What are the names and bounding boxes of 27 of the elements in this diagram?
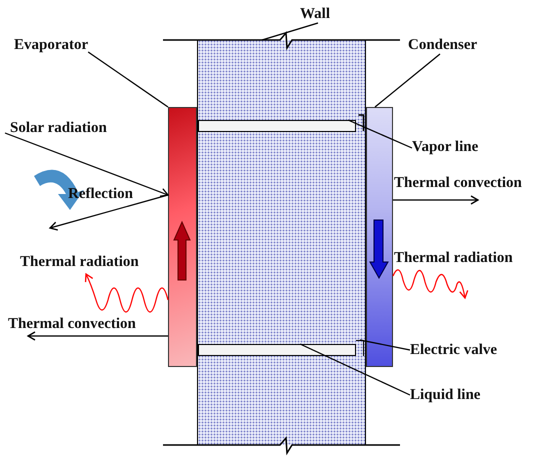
part-label: Evaporator (14, 36, 88, 54)
part-label: Liquid line (410, 386, 480, 404)
condenser-panel (366, 107, 393, 367)
arrow (84, 273, 169, 312)
part-label: Electric valve (410, 341, 498, 359)
edge-label: Thermal radiation (394, 249, 513, 267)
leader-line (262, 22, 318, 41)
leader-line (300, 343, 410, 396)
edge-label: Thermal convection (8, 315, 136, 333)
vapor-pipe (198, 120, 356, 132)
edge-label: Thermal convection (394, 174, 522, 192)
evaporator-panel (168, 107, 197, 367)
edge-label: Thermal radiation (20, 253, 139, 271)
leader-line (88, 52, 168, 108)
arrow (27, 331, 168, 341)
arrow (4, 132, 169, 197)
leader-line (348, 119, 412, 149)
leader-line (360, 339, 410, 351)
part-label: Wall (300, 5, 330, 23)
edge-label: Solar radiation (10, 119, 107, 137)
arrow (392, 269, 468, 299)
arrow (393, 195, 479, 205)
wall (197, 40, 366, 445)
leader-line (374, 54, 440, 108)
liquid-pipe (198, 344, 356, 356)
part-label: Condenser (408, 36, 478, 54)
part-label: Vapor line (412, 138, 478, 156)
